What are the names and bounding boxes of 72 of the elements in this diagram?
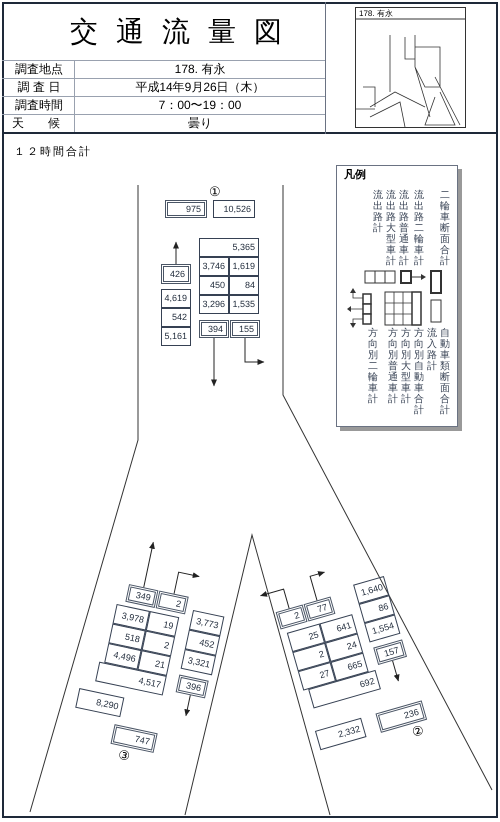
header-value: 曇り bbox=[187, 117, 213, 129]
header-value: 178. 有永 bbox=[174, 63, 226, 75]
legend-text: 方向別自動車合計 bbox=[414, 328, 424, 416]
count-box: 155 bbox=[230, 320, 260, 338]
arrow bbox=[211, 338, 217, 386]
header-label: 天 候 bbox=[11, 117, 67, 129]
legend-text: 方向別大型車計 bbox=[401, 328, 411, 405]
count-box: 2 bbox=[276, 604, 308, 630]
count-box: 3,321 bbox=[180, 649, 216, 676]
legend-title: 凡例 bbox=[344, 170, 367, 181]
count-box: 86 bbox=[358, 595, 395, 624]
count-box: 25 bbox=[286, 624, 325, 652]
count-box: 19 bbox=[146, 611, 180, 637]
count-box: 4,619 bbox=[161, 289, 191, 308]
count-box: 349 bbox=[125, 584, 158, 608]
legend-text: 二輪車断面合計 bbox=[440, 190, 450, 267]
count-box: 975 bbox=[165, 200, 207, 218]
title: 交通流量図 bbox=[70, 18, 300, 46]
header-value: 平成14年9月26日（木） bbox=[134, 81, 266, 93]
count-box: 3,296 bbox=[199, 295, 229, 314]
arrow bbox=[244, 338, 264, 365]
count-box: 27 bbox=[298, 662, 336, 691]
arrow bbox=[173, 242, 179, 264]
count-box: 77 bbox=[304, 596, 336, 622]
legend-text: 流出路大型車計 bbox=[386, 190, 396, 267]
count-box: 450 bbox=[199, 276, 229, 295]
arrow bbox=[309, 571, 326, 601]
count-box: 2 bbox=[142, 630, 176, 656]
count-box: 518 bbox=[108, 624, 146, 650]
count-box: 452 bbox=[184, 630, 220, 656]
approach-number: ① bbox=[208, 185, 222, 198]
count-box: 157 bbox=[373, 639, 408, 665]
arrow bbox=[184, 694, 191, 716]
arrow bbox=[143, 542, 155, 588]
arrow bbox=[392, 660, 400, 682]
header-label: 調査時間 bbox=[14, 99, 64, 111]
legend-text: 流入路計 bbox=[427, 328, 437, 372]
legend-text: 自動車類断面合計 bbox=[440, 328, 450, 416]
count-box: 3,978 bbox=[112, 604, 150, 631]
map-caption: 178. 有永 bbox=[359, 10, 394, 18]
count-box: 641 bbox=[320, 614, 358, 643]
legend-text: 方向別二輪車計 bbox=[368, 328, 378, 405]
count-box: 1,640 bbox=[353, 576, 390, 604]
count-box: 5,161 bbox=[161, 327, 191, 346]
count-box: 394 bbox=[199, 320, 229, 338]
count-box: 2 bbox=[156, 590, 189, 614]
count-box: 3,746 bbox=[199, 257, 229, 276]
count-box: 542 bbox=[161, 308, 191, 327]
subtitle: １２時間合計 bbox=[14, 147, 93, 158]
header-value: 7：00〜19：00 bbox=[158, 99, 242, 111]
count-box: 21 bbox=[137, 650, 171, 676]
count-box: 10,526 bbox=[213, 200, 255, 218]
count-box: 396 bbox=[176, 674, 209, 698]
count-box: 8,290 bbox=[75, 688, 124, 718]
arrow bbox=[260, 588, 290, 609]
count-box: 2,332 bbox=[314, 718, 367, 750]
legend-text: 流出路二輪車計 bbox=[414, 190, 424, 267]
count-box: 1,535 bbox=[229, 295, 259, 314]
count-box: 5,365 bbox=[199, 238, 259, 257]
count-box: 24 bbox=[325, 633, 364, 662]
legend-text: 流出路普通車計 bbox=[399, 190, 409, 267]
count-box: 3,773 bbox=[188, 610, 224, 636]
legend-text: 方向別普通車計 bbox=[388, 328, 398, 405]
count-box: 84 bbox=[229, 276, 259, 295]
header-label: 調査地点 bbox=[14, 63, 64, 75]
legend-text: 流出路計 bbox=[373, 190, 383, 234]
count-box: 4,496 bbox=[104, 643, 142, 670]
arrow bbox=[174, 572, 200, 594]
count-box: 1,554 bbox=[364, 614, 400, 642]
header-label: 調 査 日 bbox=[16, 81, 62, 93]
count-box: 426 bbox=[161, 264, 191, 284]
count-box: 1,619 bbox=[229, 257, 259, 276]
